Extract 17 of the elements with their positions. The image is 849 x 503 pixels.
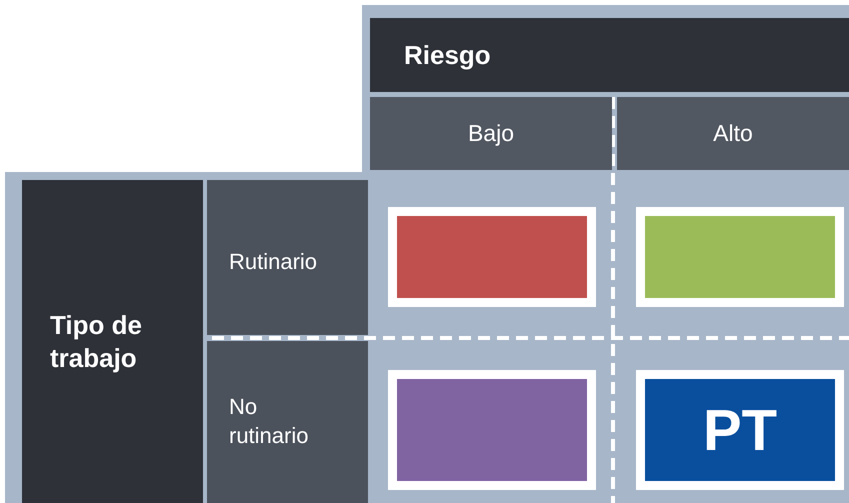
quadrant-box bbox=[388, 207, 596, 307]
row-header bbox=[207, 180, 368, 335]
cell-label: PT bbox=[702, 396, 778, 464]
cell-label: Riesgo bbox=[404, 38, 491, 72]
column-header bbox=[370, 97, 612, 170]
header-bar bbox=[370, 18, 849, 92]
cell-label: Bajo bbox=[468, 119, 514, 148]
column-header bbox=[617, 97, 849, 170]
cell-label: No rutinario bbox=[229, 393, 310, 450]
cell-label: Alto bbox=[713, 119, 753, 148]
quadrant-box bbox=[636, 370, 844, 490]
row-group-header bbox=[22, 180, 203, 503]
cell-label: Rutinario bbox=[229, 248, 318, 276]
cell-label: Tipo de trabajo bbox=[50, 309, 143, 374]
quadrant-box bbox=[388, 370, 596, 490]
row-header bbox=[207, 341, 368, 503]
quadrant-box bbox=[636, 207, 844, 307]
